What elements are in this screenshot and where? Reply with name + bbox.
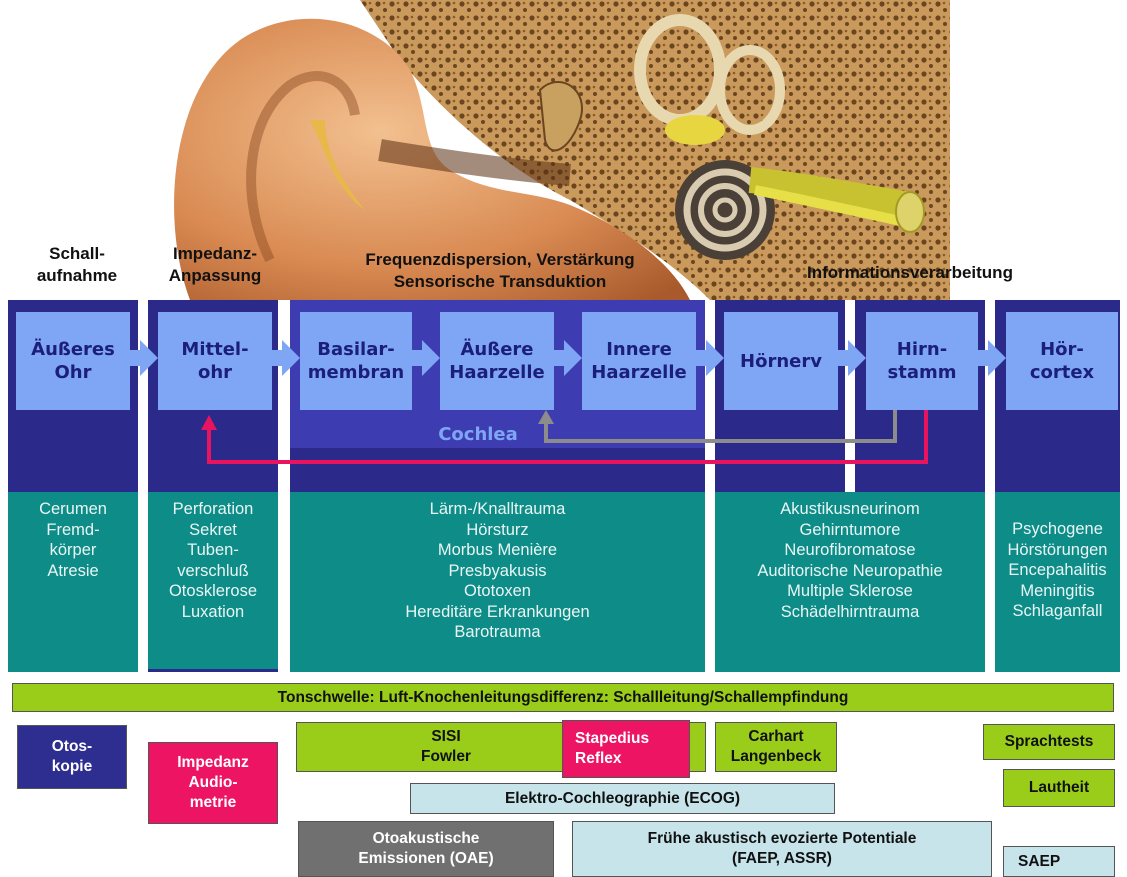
disorders-cochlea: Lärm-/Knalltrauma Hörsturz Morbus Menièr… xyxy=(290,492,705,672)
test-carhart-langenbeck: Carhart Langenbeck xyxy=(715,722,837,772)
test-sprachtests: Sprachtests xyxy=(983,724,1115,760)
feedback-arrows xyxy=(0,400,1127,480)
stage-label-informationsverarbeitung: Informationsverarbeitung xyxy=(760,262,1060,284)
flow-arrow-2 xyxy=(272,340,300,376)
disorders-outer-ear: Cerumen Fremd- körper Atresie xyxy=(8,492,138,672)
node-aeussere-haarzelle: Äußere Haarzelle xyxy=(440,312,554,410)
node-mittelohr: Mittel- ohr xyxy=(158,312,272,410)
disorders-cortex: Psychogene Hörstörungen Encepahalitis Me… xyxy=(995,492,1120,672)
test-lautheit: Lautheit xyxy=(1003,769,1115,807)
stage-label-schallaufnahme: Schall- aufnahme xyxy=(22,243,132,287)
node-aeusseres-ohr: Äußeres Ohr xyxy=(16,312,130,410)
flow-arrow-1 xyxy=(130,340,158,376)
test-impedanz-audiometrie: Impedanz Audio- metrie xyxy=(148,742,278,824)
node-hoernerv: Hörnerv xyxy=(724,312,838,410)
test-faep-assr: Frühe akustisch evozierte Potentiale (FA… xyxy=(572,821,992,877)
test-oae: Otoakustische Emissionen (OAE) xyxy=(298,821,554,877)
stage-label-impedanzanpassung: Impedanz- Anpassung xyxy=(150,243,280,287)
feedback-arrowhead-grey xyxy=(538,410,554,424)
test-tonschwelle: Tonschwelle: Luft-Knochenleitungsdiffere… xyxy=(12,683,1114,712)
flow-arrow-6 xyxy=(838,340,866,376)
stage-label-frequenzdispersion: Frequenzdispersion, Verstärkung Sensoris… xyxy=(300,249,700,293)
flow-arrow-7 xyxy=(978,340,1006,376)
node-innere-haarzelle: Innere Haarzelle xyxy=(582,312,696,410)
feedback-arrow-grey xyxy=(546,410,895,441)
disorders-nerve-brainstem: Akustikusneurinom Gehirntumore Neurofibr… xyxy=(715,492,985,672)
flow-arrow-4 xyxy=(554,340,582,376)
test-stapedius-reflex: Stapedius Reflex xyxy=(562,720,690,778)
node-basilarmembran: Basilar- membran xyxy=(300,312,412,410)
disorders-middle-ear: Perforation Sekret Tuben- verschluß Otos… xyxy=(148,492,278,672)
flow-arrow-5 xyxy=(696,340,724,376)
test-saep: SAEP xyxy=(1003,846,1115,877)
node-hirnstamm: Hirn- stamm xyxy=(866,312,978,410)
test-otoskopie: Otos- kopie xyxy=(17,725,127,789)
feedback-arrow-red xyxy=(209,410,926,462)
node-hoercortex: Hör- cortex xyxy=(1006,312,1118,410)
feedback-arrowhead-red xyxy=(201,415,217,430)
test-ecog: Elektro-Cochleographie (ECOG) xyxy=(410,783,835,814)
flow-arrow-3 xyxy=(412,340,440,376)
